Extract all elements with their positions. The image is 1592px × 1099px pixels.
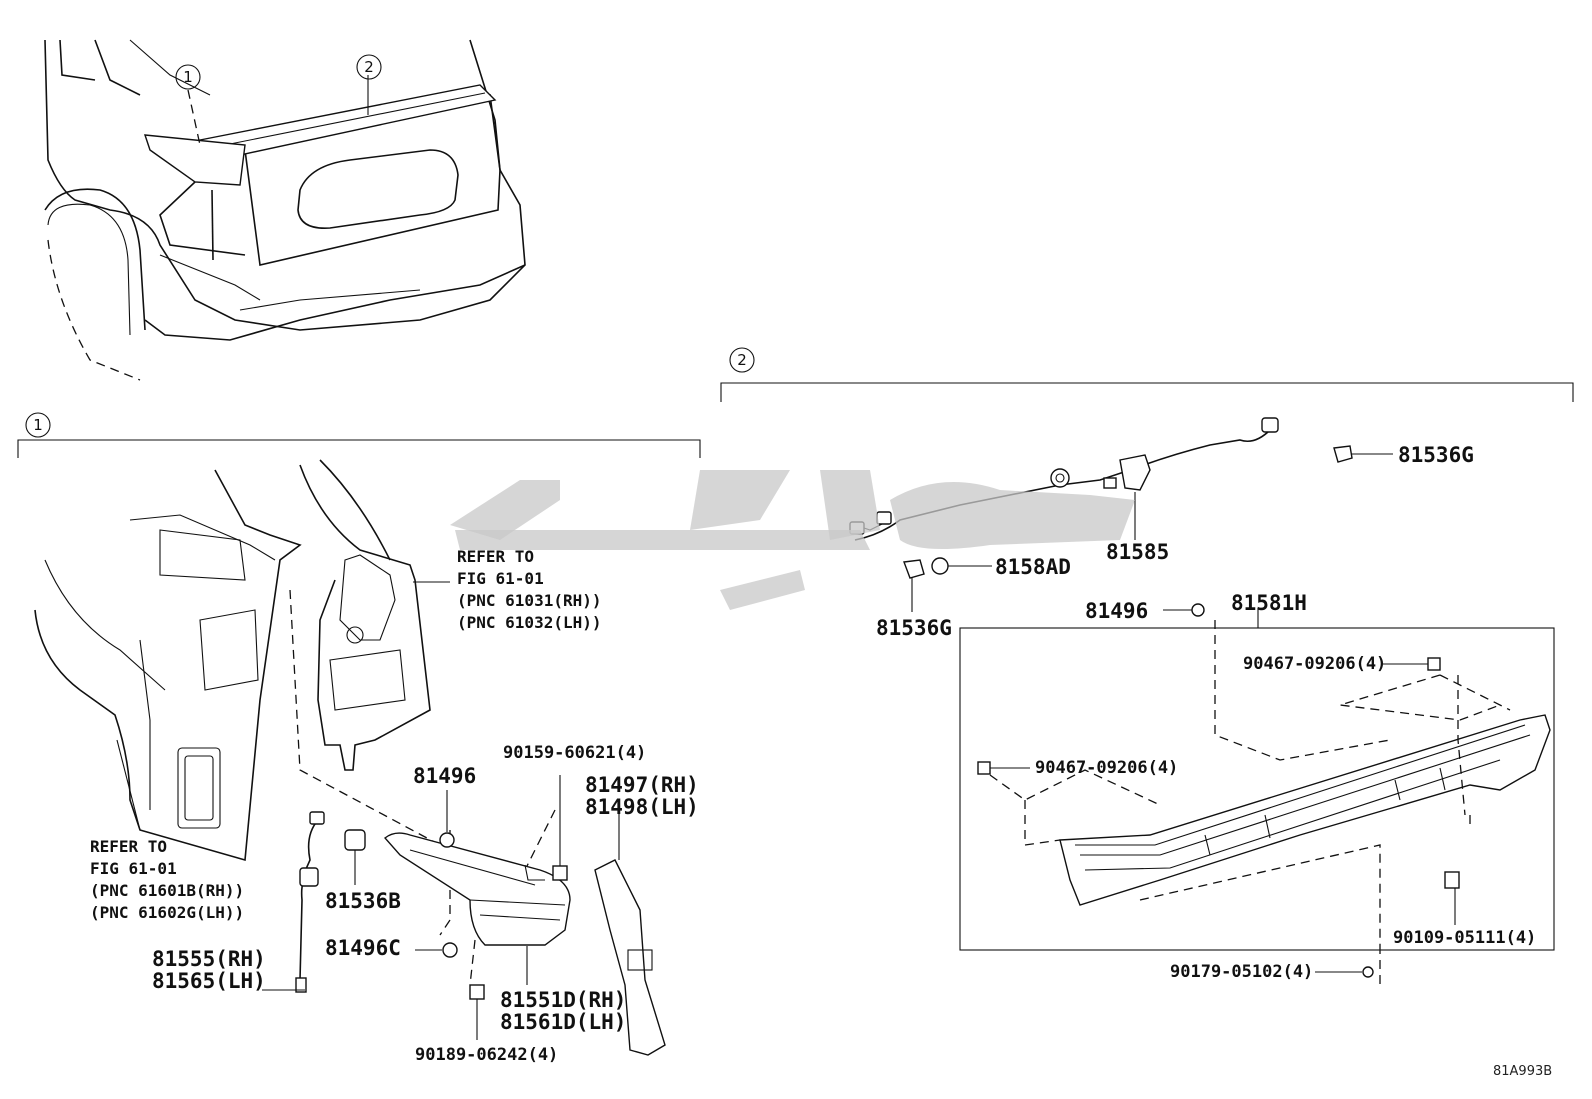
svg-text:2: 2 <box>364 58 374 76</box>
pillar-garnish-drawing <box>594 810 666 1056</box>
label-8158ad: 8158AD <box>995 555 1071 579</box>
wire-harness-81555-drawing <box>262 811 325 993</box>
svg-text:1: 1 <box>183 68 193 86</box>
label-81496c: 81496C <box>325 936 401 960</box>
quarter-body-panel-drawing <box>34 469 302 862</box>
label-81561d-lh: 81561D(LH) <box>500 1010 626 1034</box>
label-90179-05102: 90179-05102(4) <box>1170 962 1313 982</box>
label-90189-06242: 90189-06242(4) <box>415 1045 558 1065</box>
label-90109-05111: 90109-05111(4) <box>1393 928 1536 948</box>
clip-8158ad <box>931 557 992 575</box>
svg-text:(PNC 61602G(LH)): (PNC 61602G(LH)) <box>90 903 244 922</box>
label-81498-lh: 81498(LH) <box>585 795 699 819</box>
screw-90109 <box>1444 871 1460 925</box>
refer-note-panel: REFER TO FIG 61-01 (PNC 61031(RH)) (PNC … <box>457 547 602 632</box>
vehicle-overview-drawing <box>44 39 526 381</box>
assembly-lines-section-2 <box>989 620 1511 985</box>
section-1-header: 1 <box>17 412 701 458</box>
label-81555-rh: 81555(RH) <box>152 947 266 971</box>
label-81585: 81585 <box>1106 540 1169 564</box>
svg-text:1: 1 <box>33 416 43 434</box>
label-81496-s1: 81496 <box>413 764 476 788</box>
clip-81496-s2 <box>1163 603 1205 617</box>
label-81536g-left: 81536G <box>876 616 952 640</box>
svg-text:(PNC 61032(LH)): (PNC 61032(LH)) <box>457 613 602 632</box>
screw-90467-top <box>1383 657 1441 671</box>
label-81536b: 81536B <box>325 889 401 913</box>
label-81496-s2: 81496 <box>1085 599 1148 623</box>
watermark-logo <box>450 470 1135 610</box>
label-81551d-rh: 81551D(RH) <box>500 988 626 1012</box>
label-90467-top: 90467-09206(4) <box>1243 654 1386 674</box>
figure-code: 81A993B <box>1493 1064 1552 1079</box>
refer-note-body: REFER TO FIG 61-01 (PNC 61601B(RH)) (PNC… <box>90 837 244 922</box>
label-81565-lh: 81565(LH) <box>152 969 266 993</box>
screw-90159 <box>552 775 568 881</box>
svg-text:FIG 61-01: FIG 61-01 <box>457 569 544 588</box>
label-81536g-top: 81536G <box>1398 443 1474 467</box>
svg-text:FIG 61-01: FIG 61-01 <box>90 859 177 878</box>
callout-1-overview: 1 <box>175 64 201 90</box>
svg-text:REFER TO: REFER TO <box>457 547 534 566</box>
spoiler-assembly-frame <box>959 608 1555 951</box>
clip-81536g-left <box>903 559 925 612</box>
clip-81496-s1 <box>439 790 455 848</box>
svg-text:2: 2 <box>737 351 747 369</box>
label-81581h: 81581H <box>1231 591 1307 615</box>
svg-text:(PNC 61601B(RH)): (PNC 61601B(RH)) <box>90 881 244 900</box>
label-90159-60621: 90159-60621(4) <box>503 743 646 763</box>
svg-text:(PNC 61031(RH)): (PNC 61031(RH)) <box>457 591 602 610</box>
wire-harness-81585-drawing <box>849 417 1279 541</box>
callout-2-overview: 2 <box>356 54 382 80</box>
screw-90467-left <box>977 761 1030 775</box>
label-81497-rh: 81497(RH) <box>585 773 699 797</box>
section-2-header: 2 <box>720 347 1574 402</box>
tail-lamp-assembly-drawing <box>383 832 571 985</box>
clip-81496c <box>415 942 458 958</box>
screw-90179 <box>1315 966 1374 978</box>
clip-81536g-top <box>1333 445 1393 463</box>
spoiler-81581h-drawing <box>1059 714 1551 906</box>
inner-panel-drawing <box>299 459 450 771</box>
screw-90189 <box>469 984 485 1040</box>
clip-81536b <box>344 829 366 885</box>
label-90467-left: 90467-09206(4) <box>1035 758 1178 778</box>
svg-text:REFER TO: REFER TO <box>90 837 167 856</box>
